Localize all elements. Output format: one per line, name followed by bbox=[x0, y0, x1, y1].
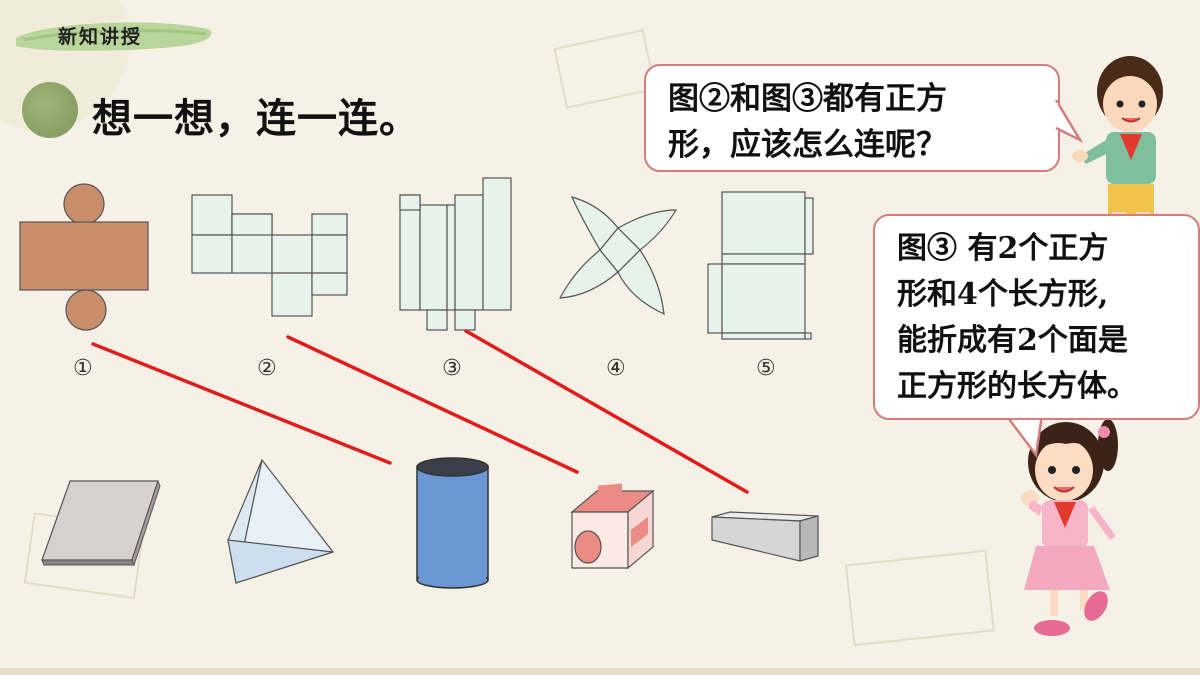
title-bullet-icon bbox=[22, 82, 78, 138]
girl-character-icon bbox=[1021, 419, 1118, 636]
match-line-3 bbox=[464, 329, 749, 494]
section-tag-label: 新知讲授 bbox=[58, 26, 143, 48]
net-label-3: ③ bbox=[442, 356, 462, 381]
match-line-1 bbox=[91, 342, 392, 465]
net-flat-box bbox=[707, 191, 814, 340]
boy-speech-line-2: 形，应该怎么连呢？ bbox=[668, 127, 947, 163]
net-cube bbox=[191, 194, 348, 317]
girl-speech-line-4: 正方形的长方体。 bbox=[897, 369, 1137, 404]
section-tag bbox=[16, 22, 212, 51]
match-lines bbox=[91, 329, 749, 494]
girl-speech-text: 图③ 有2个正方 形和4个长方形, 能折成有2个面是 正方形的长方体。 bbox=[897, 226, 1197, 410]
girl-speech-bubble: 图③ 有2个正方 形和4个长方形, 能折成有2个面是 正方形的长方体。 bbox=[873, 214, 1200, 420]
boy-speech-bubble: 图②和图③都有正方 形，应该怎么连呢？ bbox=[644, 64, 1060, 172]
net-pyramid bbox=[558, 196, 678, 316]
net-label-1: ① bbox=[73, 356, 93, 381]
solid-tetrahedron bbox=[227, 458, 334, 584]
boy-speech-text: 图②和图③都有正方 形，应该怎么连呢？ bbox=[668, 76, 1048, 168]
net-cuboid bbox=[399, 177, 512, 331]
girl-speech-line-2: 形和4个长方形, bbox=[897, 277, 1109, 312]
solid-flat-slab bbox=[41, 479, 161, 567]
girl-speech-line-3: 能折成有2个面是 bbox=[897, 323, 1128, 358]
net-label-4: ④ bbox=[606, 356, 626, 381]
solid-cube bbox=[570, 483, 655, 570]
match-line-2 bbox=[286, 335, 579, 474]
solid-cuboid bbox=[711, 511, 819, 562]
net-label-2: ② bbox=[257, 356, 277, 381]
solid-cylinder bbox=[416, 457, 489, 589]
boy-character-icon bbox=[1072, 56, 1163, 218]
girl-speech-line-1: 图③ 有2个正方 bbox=[897, 231, 1109, 266]
boy-speech-line-1: 图②和图③都有正方 bbox=[668, 81, 947, 117]
page-title: 想一想，连一连。 bbox=[92, 96, 420, 142]
net-label-5: ⑤ bbox=[756, 356, 776, 381]
net-cylinder bbox=[19, 183, 149, 331]
